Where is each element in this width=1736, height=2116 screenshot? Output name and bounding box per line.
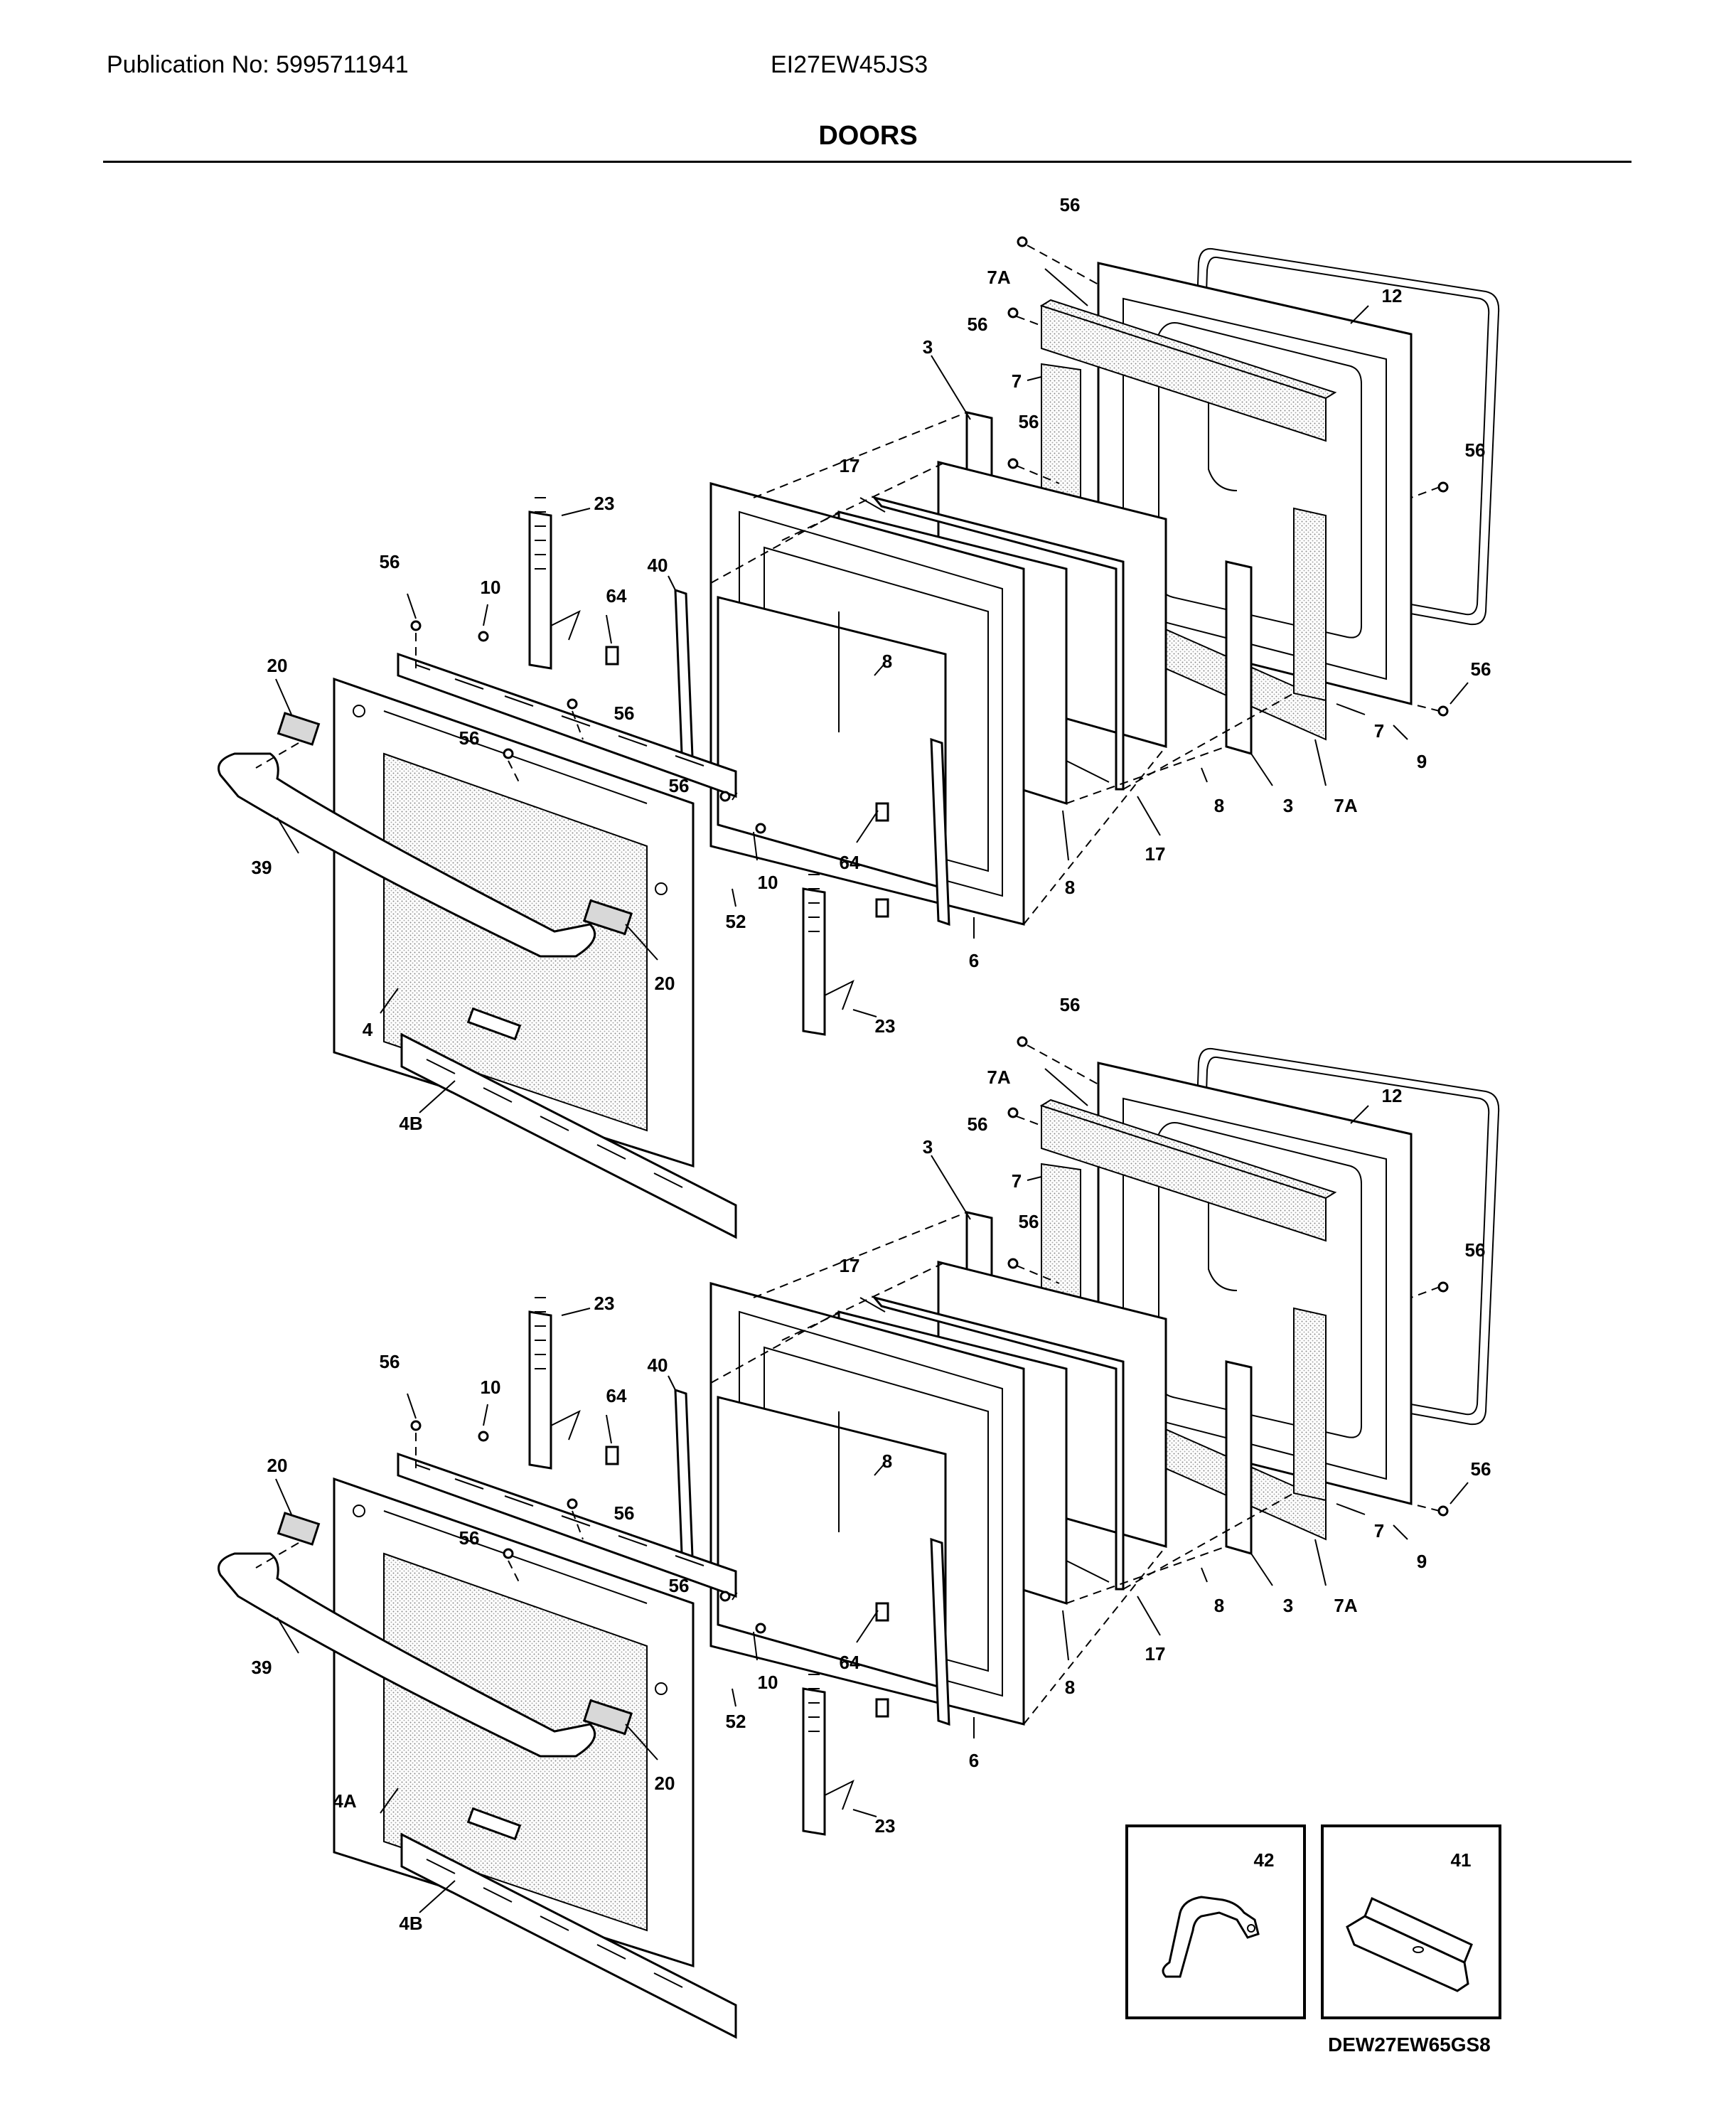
callout-7: 7	[1012, 1170, 1022, 1192]
callout-17: 17	[840, 1255, 860, 1276]
inset-part-42: 42	[1125, 1824, 1306, 2019]
page-title: DOORS	[818, 121, 918, 151]
callout-23: 23	[875, 1015, 896, 1037]
callout-7A: 7A	[987, 267, 1010, 288]
callout-56: 56	[1019, 1211, 1039, 1232]
callout-56: 56	[1471, 658, 1491, 680]
callout-3: 3	[923, 336, 933, 358]
callout-7A: 7A	[987, 1067, 1010, 1088]
callout-20: 20	[655, 973, 675, 994]
callout-8: 8	[882, 1450, 892, 1472]
callout-8: 8	[1214, 1595, 1224, 1616]
callout-23: 23	[594, 1293, 615, 1314]
callout-4: 4	[363, 1019, 373, 1040]
lower-callouts: 56 7A 12 56 3 7 56 56 17 23 56 10 40 64 …	[252, 994, 1491, 1934]
lower-door-assembly	[218, 1036, 1500, 2038]
callout-10: 10	[481, 1377, 501, 1398]
callout-56: 56	[380, 551, 400, 572]
diagram-code: DEW27EW65GS8	[1328, 2034, 1491, 2056]
callout-52: 52	[726, 1711, 746, 1732]
model-number: EI27EW45JS3	[771, 51, 928, 78]
callout-17: 17	[840, 455, 860, 476]
callout-56: 56	[1471, 1458, 1491, 1480]
callout-7: 7	[1374, 720, 1384, 742]
title-rule	[103, 161, 1631, 163]
callout-56: 56	[1465, 439, 1486, 461]
callout-12: 12	[1382, 285, 1403, 306]
callout-56: 56	[968, 1113, 988, 1135]
callout-8: 8	[1065, 877, 1075, 898]
callout-20: 20	[267, 1455, 288, 1476]
callout-41: 41	[1451, 1849, 1472, 1871]
callout-6: 6	[969, 1750, 979, 1771]
callout-39: 39	[252, 1657, 272, 1678]
callout-7: 7	[1374, 1520, 1384, 1541]
callout-64: 64	[606, 585, 627, 607]
callout-40: 40	[648, 1354, 668, 1376]
callout-20: 20	[655, 1773, 675, 1794]
callout-8: 8	[1214, 795, 1224, 816]
callout-3: 3	[923, 1136, 933, 1158]
callout-8: 8	[882, 651, 892, 672]
callout-4B: 4B	[399, 1913, 422, 1934]
callout-23: 23	[875, 1815, 896, 1837]
callout-20: 20	[267, 655, 288, 676]
callout-39: 39	[252, 857, 272, 878]
callout-56: 56	[669, 775, 690, 796]
callout-56: 56	[459, 727, 480, 749]
callout-12: 12	[1382, 1085, 1403, 1106]
callout-56: 56	[1060, 194, 1081, 215]
callout-10: 10	[758, 1672, 778, 1693]
upper-callouts: 56 7A 12 56 3 7 56 56 17 23 56 10 40 64 …	[252, 194, 1491, 1134]
callout-17: 17	[1145, 1643, 1166, 1665]
callout-8: 8	[1065, 1677, 1075, 1698]
callout-7: 7	[1012, 370, 1022, 392]
callout-56: 56	[614, 1502, 635, 1524]
callout-56: 56	[1019, 411, 1039, 432]
callout-56: 56	[669, 1575, 690, 1596]
callout-64: 64	[840, 852, 860, 873]
callout-23: 23	[594, 493, 615, 514]
callout-64: 64	[840, 1652, 860, 1673]
callout-4B: 4B	[399, 1113, 422, 1134]
callout-7A: 7A	[1334, 795, 1357, 816]
callout-40: 40	[648, 555, 668, 576]
upper-door-assembly	[218, 236, 1500, 1239]
callout-9: 9	[1417, 751, 1427, 772]
publication-number: Publication No: 5995711941	[107, 51, 409, 78]
callout-10: 10	[481, 577, 501, 598]
callout-4A: 4A	[333, 1790, 356, 1812]
callout-56: 56	[1465, 1239, 1486, 1261]
callout-52: 52	[726, 911, 746, 932]
inset-part-41: 41	[1321, 1824, 1501, 2019]
callout-3: 3	[1283, 1595, 1293, 1616]
callout-56: 56	[1060, 994, 1081, 1015]
callout-9: 9	[1417, 1551, 1427, 1572]
callout-56: 56	[380, 1351, 400, 1372]
callout-56: 56	[459, 1527, 480, 1549]
callout-6: 6	[969, 950, 979, 971]
callout-64: 64	[606, 1385, 627, 1406]
callout-17: 17	[1145, 843, 1166, 865]
callout-10: 10	[758, 872, 778, 893]
callout-3: 3	[1283, 795, 1293, 816]
callout-56: 56	[968, 314, 988, 335]
callout-42: 42	[1254, 1849, 1275, 1871]
callout-56: 56	[614, 702, 635, 724]
callout-7A: 7A	[1334, 1595, 1357, 1616]
